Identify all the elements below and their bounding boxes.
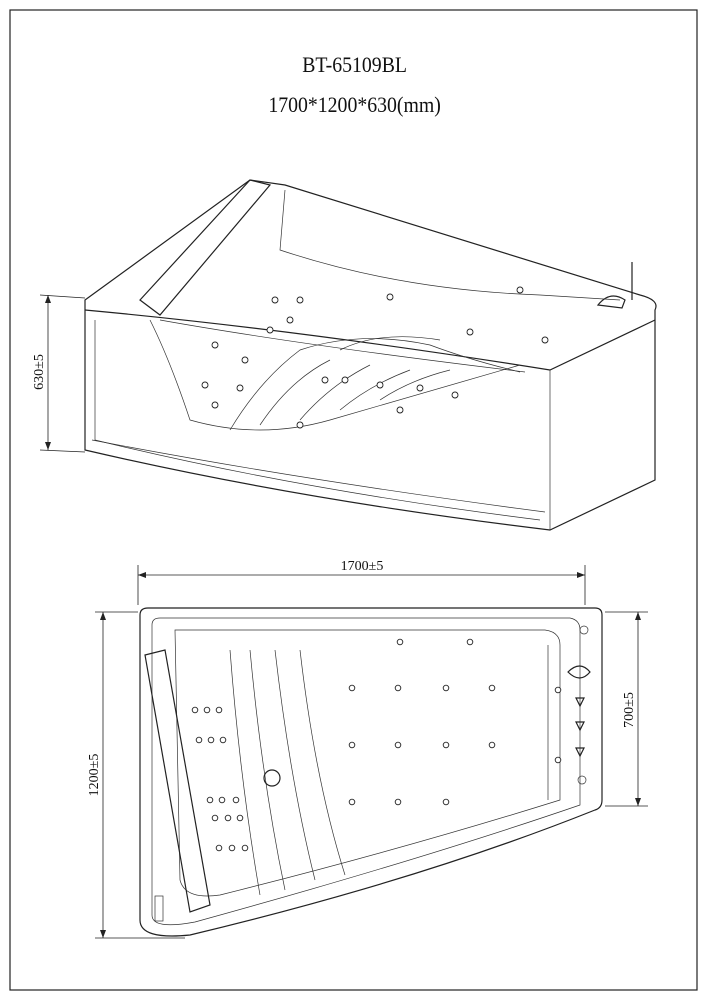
jet-icon (466, 638, 474, 646)
jet-icon (236, 384, 244, 392)
perspective-jets (201, 286, 549, 429)
jet-icon (207, 736, 215, 744)
jet-icon (211, 341, 219, 349)
jet-icon (416, 384, 424, 392)
jet-icon (488, 741, 496, 749)
jet-icon (396, 638, 404, 646)
jet-icon (211, 401, 219, 409)
perspective-view (84, 179, 657, 531)
jet-icon (219, 736, 227, 744)
jet-icon (394, 684, 402, 692)
jet-icon (376, 381, 384, 389)
jet-icon (241, 844, 249, 852)
jet-icon (266, 326, 274, 334)
jet-icon (195, 736, 203, 744)
jet-icon (215, 706, 223, 714)
jet-icon (296, 296, 304, 304)
jet-icon (296, 421, 304, 429)
jet-icon (442, 684, 450, 692)
jet-icon (341, 376, 349, 384)
width-label: 1200±5 (87, 754, 102, 797)
jet-icon (348, 684, 356, 692)
overall-size: 1700*1200*630(mm) (268, 92, 441, 117)
jet-icon (228, 844, 236, 852)
jet-icon (442, 741, 450, 749)
jet-icon (554, 686, 562, 694)
length-dimension: 1700±5 (137, 559, 586, 605)
inner-width-dimension: 700±5 (605, 611, 648, 807)
jet-icon (541, 336, 549, 344)
jet-icon (286, 316, 294, 324)
height-dimension: 630±5 (32, 294, 86, 453)
jet-icon (232, 796, 240, 804)
width-dimension: 1200±5 (87, 611, 185, 939)
jet-icon (516, 286, 524, 294)
jet-icon (211, 814, 219, 822)
jet-icon (348, 741, 356, 749)
jet-icon (218, 796, 226, 804)
inner-width-label: 700±5 (622, 692, 637, 728)
jet-icon (201, 381, 209, 389)
jet-icon (394, 741, 402, 749)
jet-icon (466, 328, 474, 336)
length-label: 1700±5 (341, 559, 384, 574)
plan-view (139, 607, 603, 937)
jet-icon (203, 706, 211, 714)
model-number: BT-65109BL (302, 52, 407, 77)
waterfall-icon (596, 295, 626, 309)
jet-icon (442, 798, 450, 806)
jet-icon (271, 296, 279, 304)
headrest (139, 179, 272, 316)
drain-icon (263, 769, 281, 787)
jet-icon (488, 684, 496, 692)
jet-icon (554, 756, 562, 764)
jet-icon (236, 814, 244, 822)
control-panel (154, 895, 164, 922)
height-label: 630±5 (32, 354, 47, 390)
jet-icon (451, 391, 459, 399)
plan-jets (191, 638, 562, 852)
jet-icon (348, 798, 356, 806)
jet-icon (191, 706, 199, 714)
jet-icon (224, 814, 232, 822)
jet-icon (241, 356, 249, 364)
jet-icon (396, 406, 404, 414)
jet-icon (215, 844, 223, 852)
jet-icon (394, 798, 402, 806)
headrest-plan (144, 649, 211, 913)
jet-icon (386, 293, 394, 301)
jet-icon (321, 376, 329, 384)
drawing-frame (9, 9, 698, 991)
jet-icon (206, 796, 214, 804)
